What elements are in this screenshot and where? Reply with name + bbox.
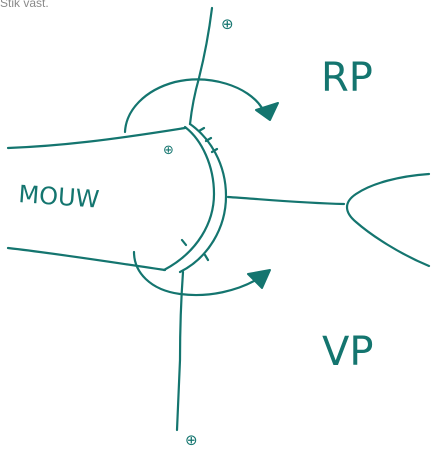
top-vertical-line: [188, 6, 214, 126]
upper-rotation-arrow: [123, 78, 264, 134]
cropped-header-text: Stik vast.: [0, 0, 49, 10]
bottom-vertical-line: [175, 270, 185, 432]
top-plus-sign: ⊕: [221, 15, 234, 33]
lower-rotation-arrow: [132, 250, 258, 297]
left-body-lower-edge: [6, 246, 167, 272]
bottom-plus-sign: ⊕: [185, 431, 198, 449]
outer-arc: [162, 125, 216, 272]
lower-arrowhead: [247, 269, 271, 289]
joint-plus-sign: ⊕: [163, 143, 174, 158]
tick-marks-lower: [180, 238, 210, 262]
left-body-label: MOUW: [18, 180, 101, 214]
upper-arrowhead: [255, 102, 279, 121]
tick-marks-upper: [197, 126, 219, 154]
vp-label: VP: [322, 329, 373, 375]
inner-arc: [178, 122, 228, 274]
rp-label: RP: [321, 55, 373, 101]
connector-line: [226, 195, 346, 206]
left-body-upper-edge: [6, 126, 187, 150]
right-lobe: [345, 172, 431, 268]
